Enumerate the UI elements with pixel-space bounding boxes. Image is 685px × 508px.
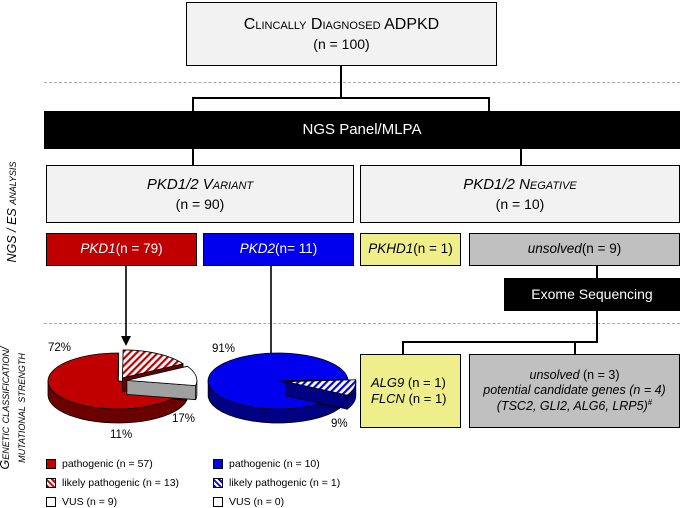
alg9-flcn-box: ALG9 (n = 1) FLCN (n = 1) (360, 354, 461, 428)
pkd1-pct-pathogenic: 72% (48, 342, 72, 354)
pkd1-box: PKD1 (n = 79) (46, 233, 197, 266)
legend-item: pathogenic (n = 10) (213, 458, 320, 470)
connector-exome-stem (596, 311, 598, 342)
pie-slice-wall (126, 365, 188, 395)
pie-slice-top (126, 365, 198, 387)
pkd2-pie (207, 352, 357, 424)
exome-sequencing-bar: Exome Sequencing (504, 278, 680, 311)
pkd12-negative-box: PKD1/2 Negative (n = 10) (360, 165, 680, 223)
connector-variant (192, 149, 194, 165)
pkd2-arrow-head (266, 353, 276, 363)
pie-slice-wall (285, 379, 357, 397)
pie-slice-side (195, 380, 198, 400)
side-label-genetic-classification: Genetic classification/ mutational stren… (0, 346, 28, 470)
legend-label: pathogenic (n = 10) (229, 458, 320, 470)
pkd1-pct-likely: 17% (172, 413, 196, 425)
side-label-ngs-es-analysis: NGS / ES analysis (5, 161, 19, 263)
pie-slice-side (207, 382, 340, 424)
legend-label: pathogenic (n = 57) (62, 458, 153, 470)
pie-slice-side (346, 381, 357, 410)
pie-slice-likely-pathogenic (285, 379, 357, 410)
legend-swatch (46, 497, 56, 507)
pie-slice-top (47, 352, 188, 410)
legend-label: VUS (n = 9) (62, 496, 118, 508)
connector-top-right (488, 97, 490, 111)
connector-exome-bar (402, 341, 598, 343)
legend-item: pathogenic (n = 57) (46, 458, 153, 470)
legend-swatch (46, 478, 56, 488)
pie-slice-wall (277, 378, 349, 396)
pkd2-box: PKD2 (n = 11) (203, 233, 354, 266)
connector-exome-left (402, 341, 404, 354)
legend-swatch (213, 459, 223, 469)
connector-exome-right (574, 341, 576, 354)
pie-slice-wall (126, 379, 197, 401)
pie-slice-top (207, 352, 349, 410)
connector-unsolved-exome (596, 266, 598, 278)
pie-slice-wall (117, 380, 188, 401)
pkd2-pct-pathogenic: 91% (212, 343, 236, 355)
pkhd1-box: PKHD1 (n = 1) (360, 233, 461, 266)
diagnosed-title: Clincally Diagnosed ADPKD (243, 16, 440, 33)
diagnosed-adpkd-box: Clincally Diagnosed ADPKD (n = 100) (186, 2, 497, 66)
pie-slice-wall (277, 380, 340, 409)
diagnosed-count: (n = 100) (313, 36, 370, 53)
pkd12-variant-box: PKD1/2 Variant (n = 90) (46, 165, 354, 223)
connector-top-stem (340, 66, 342, 98)
unsolved-candidate-box: unsolved (n = 3) potential candidate gen… (469, 354, 680, 428)
separator-middle (44, 323, 680, 324)
legend-item: VUS (n = 0) (213, 496, 284, 508)
pie-slice-wall (285, 381, 348, 410)
legend-item: likely pathogenic (n = 13) (46, 477, 179, 489)
connector-top-left (192, 97, 194, 111)
pie-slice-VUS (126, 365, 198, 401)
legend-item: VUS (n = 9) (46, 496, 117, 508)
unsolved-9-box: unsolved (n = 9) (469, 233, 680, 266)
connector-top-bar (192, 97, 490, 99)
pie-slice-wall (117, 352, 120, 396)
legend-swatch (213, 497, 223, 507)
pie-slice-wall (122, 363, 184, 393)
pkd1-pct-vus: 11% (110, 429, 133, 441)
pie-slice-pathogenic (207, 352, 349, 424)
pkd1-arrow-head (121, 336, 131, 346)
pkd2-pct-likely: 9% (331, 418, 348, 430)
pie-slice-likely-pathogenic (122, 349, 184, 393)
legend-label: VUS (n = 0) (229, 496, 285, 508)
pie-slice-pathogenic (47, 352, 188, 424)
pie-slice-top (122, 349, 184, 379)
legend-item: likely pathogenic (n = 1) (213, 477, 340, 489)
ngs-panel-mlpa-bar: NGS Panel/MLPA (44, 111, 680, 149)
legend-swatch (46, 459, 56, 469)
pie-slice-top (285, 379, 357, 396)
pie-slice-wall (122, 349, 124, 392)
connector-negative (520, 149, 522, 165)
legend-label: likely pathogenic (n = 1) (229, 477, 341, 489)
legend-label: likely pathogenic (n = 13) (62, 477, 180, 489)
legend-swatch (213, 478, 223, 488)
pie-slice-side (47, 381, 188, 424)
separator-top (44, 82, 680, 83)
